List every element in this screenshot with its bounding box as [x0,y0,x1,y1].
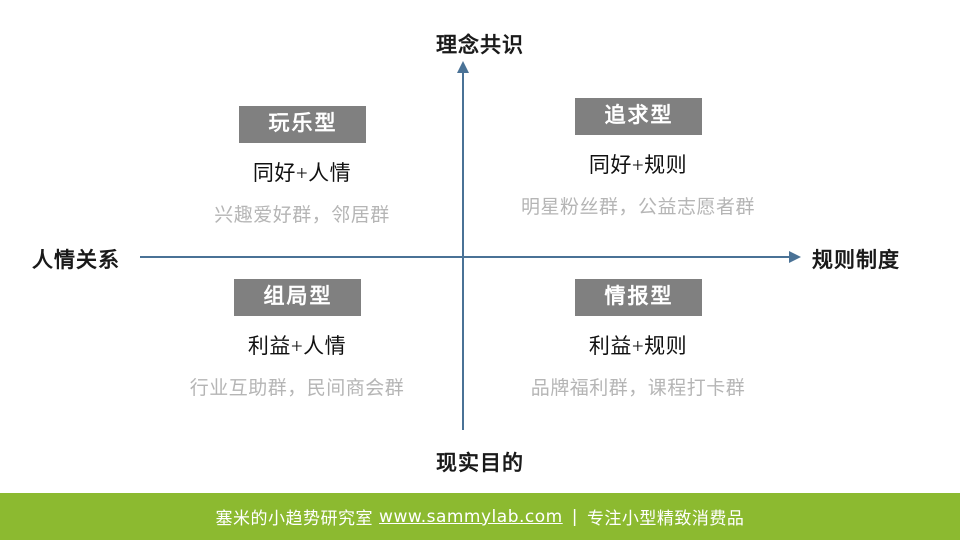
axis-label-left: 人情关系 [32,248,120,272]
footer-divider: | [571,506,578,527]
quadrant-top-right: 追求型 同好+规则 明星粉丝群，公益志愿者群 [473,98,803,219]
quadrant-top-left-subtitle: 同好+人情 [252,161,352,185]
quadrant-bottom-left-subtitle: 利益+人情 [247,334,347,358]
footer-tagline: 专注小型精致消费品 [586,509,745,529]
quadrant-top-right-badge: 追求型 [574,98,702,135]
quadrant-top-left-examples: 兴趣爱好群，邻居群 [214,205,390,226]
vertical-axis-arrow-icon [457,61,469,73]
quadrant-bottom-right: 情报型 利益+规则 品牌福利群，课程打卡群 [473,279,803,400]
quadrant-bottom-right-badge: 情报型 [574,279,702,316]
footer-bar: 塞米的小趋势研究室 www.sammylab.com | 专注小型精致消费品 [0,493,960,540]
footer-url-link[interactable]: www.sammylab.com [379,506,563,527]
quadrant-bottom-left-examples: 行业互助群，民间商会群 [189,378,405,399]
footer-brand: 塞米的小趋势研究室 [215,509,374,529]
quadrant-top-left: 玩乐型 同好+人情 兴趣爱好群，邻居群 [137,106,467,227]
axis-label-bottom: 现实目的 [436,451,524,475]
quadrant-top-left-badge: 玩乐型 [238,106,366,143]
quadrant-bottom-left: 组局型 利益+人情 行业互助群，民间商会群 [132,279,462,400]
vertical-axis-line [462,72,464,430]
quadrant-top-right-examples: 明星粉丝群，公益志愿者群 [520,197,755,218]
quadrant-bottom-right-subtitle: 利益+规则 [588,334,688,358]
axis-label-right: 规则制度 [812,248,900,272]
horizontal-axis-line [140,256,790,258]
horizontal-axis-arrow-icon [789,251,801,263]
quadrant-bottom-left-badge: 组局型 [233,279,361,316]
quadrant-top-right-subtitle: 同好+规则 [588,153,688,177]
axis-label-top: 理念共识 [436,33,524,57]
quadrant-bottom-right-examples: 品牌福利群，课程打卡群 [530,378,746,399]
